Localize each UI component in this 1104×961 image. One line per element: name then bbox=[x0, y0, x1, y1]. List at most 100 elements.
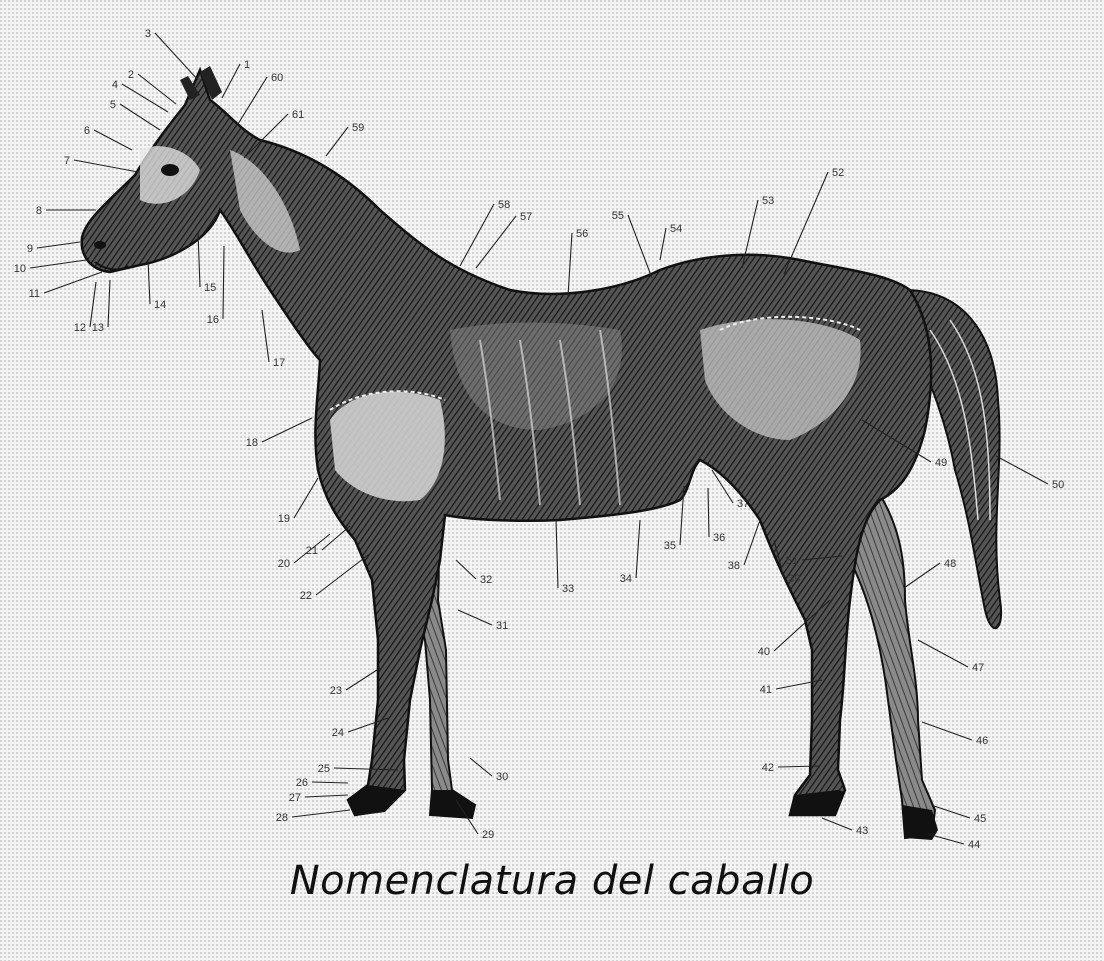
callout-number: 45 bbox=[974, 813, 986, 825]
callout-number: 34 bbox=[620, 573, 632, 585]
callout-line bbox=[138, 74, 176, 104]
callout-line bbox=[90, 282, 96, 327]
callout-number: 28 bbox=[276, 812, 288, 824]
callout-number: 59 bbox=[352, 122, 364, 134]
callout-line bbox=[305, 795, 348, 797]
callout-line bbox=[316, 552, 372, 595]
callout-number: 42 bbox=[762, 762, 774, 774]
callout-line bbox=[30, 260, 86, 268]
callout-line bbox=[458, 610, 492, 625]
callout-line bbox=[904, 563, 940, 588]
callout-number: 55 bbox=[612, 210, 624, 222]
callout-number: 51 bbox=[786, 555, 798, 567]
callout-number: 57 bbox=[520, 211, 532, 223]
callout-number: 15 bbox=[204, 282, 216, 294]
callout-line bbox=[346, 668, 380, 690]
callout-number: 22 bbox=[300, 590, 312, 602]
callout-line bbox=[660, 228, 666, 260]
callout-line bbox=[628, 215, 652, 278]
callout-number: 17 bbox=[273, 357, 285, 369]
callout-number: 5 bbox=[110, 99, 116, 111]
callout-line bbox=[148, 260, 150, 304]
callout-number: 41 bbox=[760, 684, 772, 696]
callout-line bbox=[120, 104, 160, 130]
callout-number: 33 bbox=[562, 583, 574, 595]
callout-number: 8 bbox=[36, 205, 42, 217]
callout-number: 23 bbox=[330, 685, 342, 697]
callout-line bbox=[636, 520, 640, 578]
diagram-caption: Nomenclatura del caballo bbox=[0, 858, 1104, 904]
callout-number: 6 bbox=[84, 125, 90, 137]
callout-number: 52 bbox=[832, 167, 844, 179]
callout-number: 56 bbox=[576, 228, 588, 240]
callout-number: 9 bbox=[27, 243, 33, 255]
callout-line bbox=[918, 640, 968, 667]
callout-line bbox=[37, 242, 80, 248]
callout-number: 20 bbox=[278, 558, 290, 570]
callout-number: 21 bbox=[306, 545, 318, 557]
callout-number: 18 bbox=[246, 437, 258, 449]
callout-line bbox=[292, 810, 350, 817]
callout-number: 3 bbox=[145, 28, 151, 40]
callout-line bbox=[238, 77, 267, 124]
callout-line bbox=[456, 560, 476, 579]
callout-line bbox=[223, 246, 224, 319]
callout-number: 43 bbox=[856, 825, 868, 837]
callout-number: 16 bbox=[207, 314, 219, 326]
horse-body bbox=[82, 70, 931, 815]
callout-number: 47 bbox=[972, 662, 984, 674]
callout-number: 29 bbox=[482, 829, 494, 841]
callout-number: 1 bbox=[244, 59, 250, 71]
callout-number: 32 bbox=[480, 574, 492, 586]
callout-line bbox=[568, 233, 572, 296]
callout-line bbox=[922, 722, 972, 740]
callout-line bbox=[108, 280, 110, 327]
callout-line bbox=[460, 204, 494, 266]
callout-number: 38 bbox=[728, 560, 740, 572]
callout-number: 35 bbox=[664, 540, 676, 552]
callout-number: 30 bbox=[496, 771, 508, 783]
callout-line bbox=[556, 520, 558, 588]
callout-line bbox=[294, 478, 318, 518]
callout-line bbox=[934, 806, 970, 818]
callout-line bbox=[312, 782, 348, 783]
callout-number: 46 bbox=[976, 735, 988, 747]
callout-number: 58 bbox=[498, 199, 510, 211]
callout-number: 19 bbox=[278, 513, 290, 525]
callout-number: 50 bbox=[1052, 479, 1064, 491]
callout-line bbox=[122, 84, 168, 112]
callout-number: 7 bbox=[64, 155, 70, 167]
callout-line bbox=[322, 526, 350, 550]
callout-number: 2 bbox=[128, 69, 134, 81]
callout-number: 36 bbox=[713, 532, 725, 544]
callout-number: 61 bbox=[292, 109, 304, 121]
callout-number: 11 bbox=[29, 288, 40, 300]
callout-number: 60 bbox=[271, 72, 283, 84]
callout-line bbox=[784, 172, 828, 274]
callout-number: 44 bbox=[968, 839, 980, 851]
callout-number: 49 bbox=[935, 457, 947, 469]
callout-number: 25 bbox=[318, 763, 330, 775]
callout-line bbox=[326, 127, 348, 156]
callout-number: 31 bbox=[496, 620, 508, 632]
callout-line bbox=[222, 64, 240, 98]
callout-number: 37 bbox=[737, 498, 749, 510]
callout-number: 12 bbox=[74, 322, 86, 334]
callout-line bbox=[476, 216, 516, 268]
callout-number: 10 bbox=[14, 263, 26, 275]
callout-line bbox=[470, 758, 492, 776]
callout-line bbox=[996, 456, 1048, 484]
callout-number: 26 bbox=[296, 777, 308, 789]
callout-line bbox=[74, 160, 138, 172]
callout-number: 54 bbox=[670, 223, 682, 235]
callout-number: 14 bbox=[154, 299, 166, 311]
callout-line bbox=[928, 834, 964, 844]
callout-line bbox=[822, 818, 852, 830]
callout-line bbox=[708, 488, 709, 537]
callout-number: 27 bbox=[289, 792, 301, 804]
callout-line bbox=[94, 130, 132, 150]
callout-number: 40 bbox=[758, 646, 770, 658]
callout-number: 48 bbox=[944, 558, 956, 570]
callout-number: 53 bbox=[762, 195, 774, 207]
